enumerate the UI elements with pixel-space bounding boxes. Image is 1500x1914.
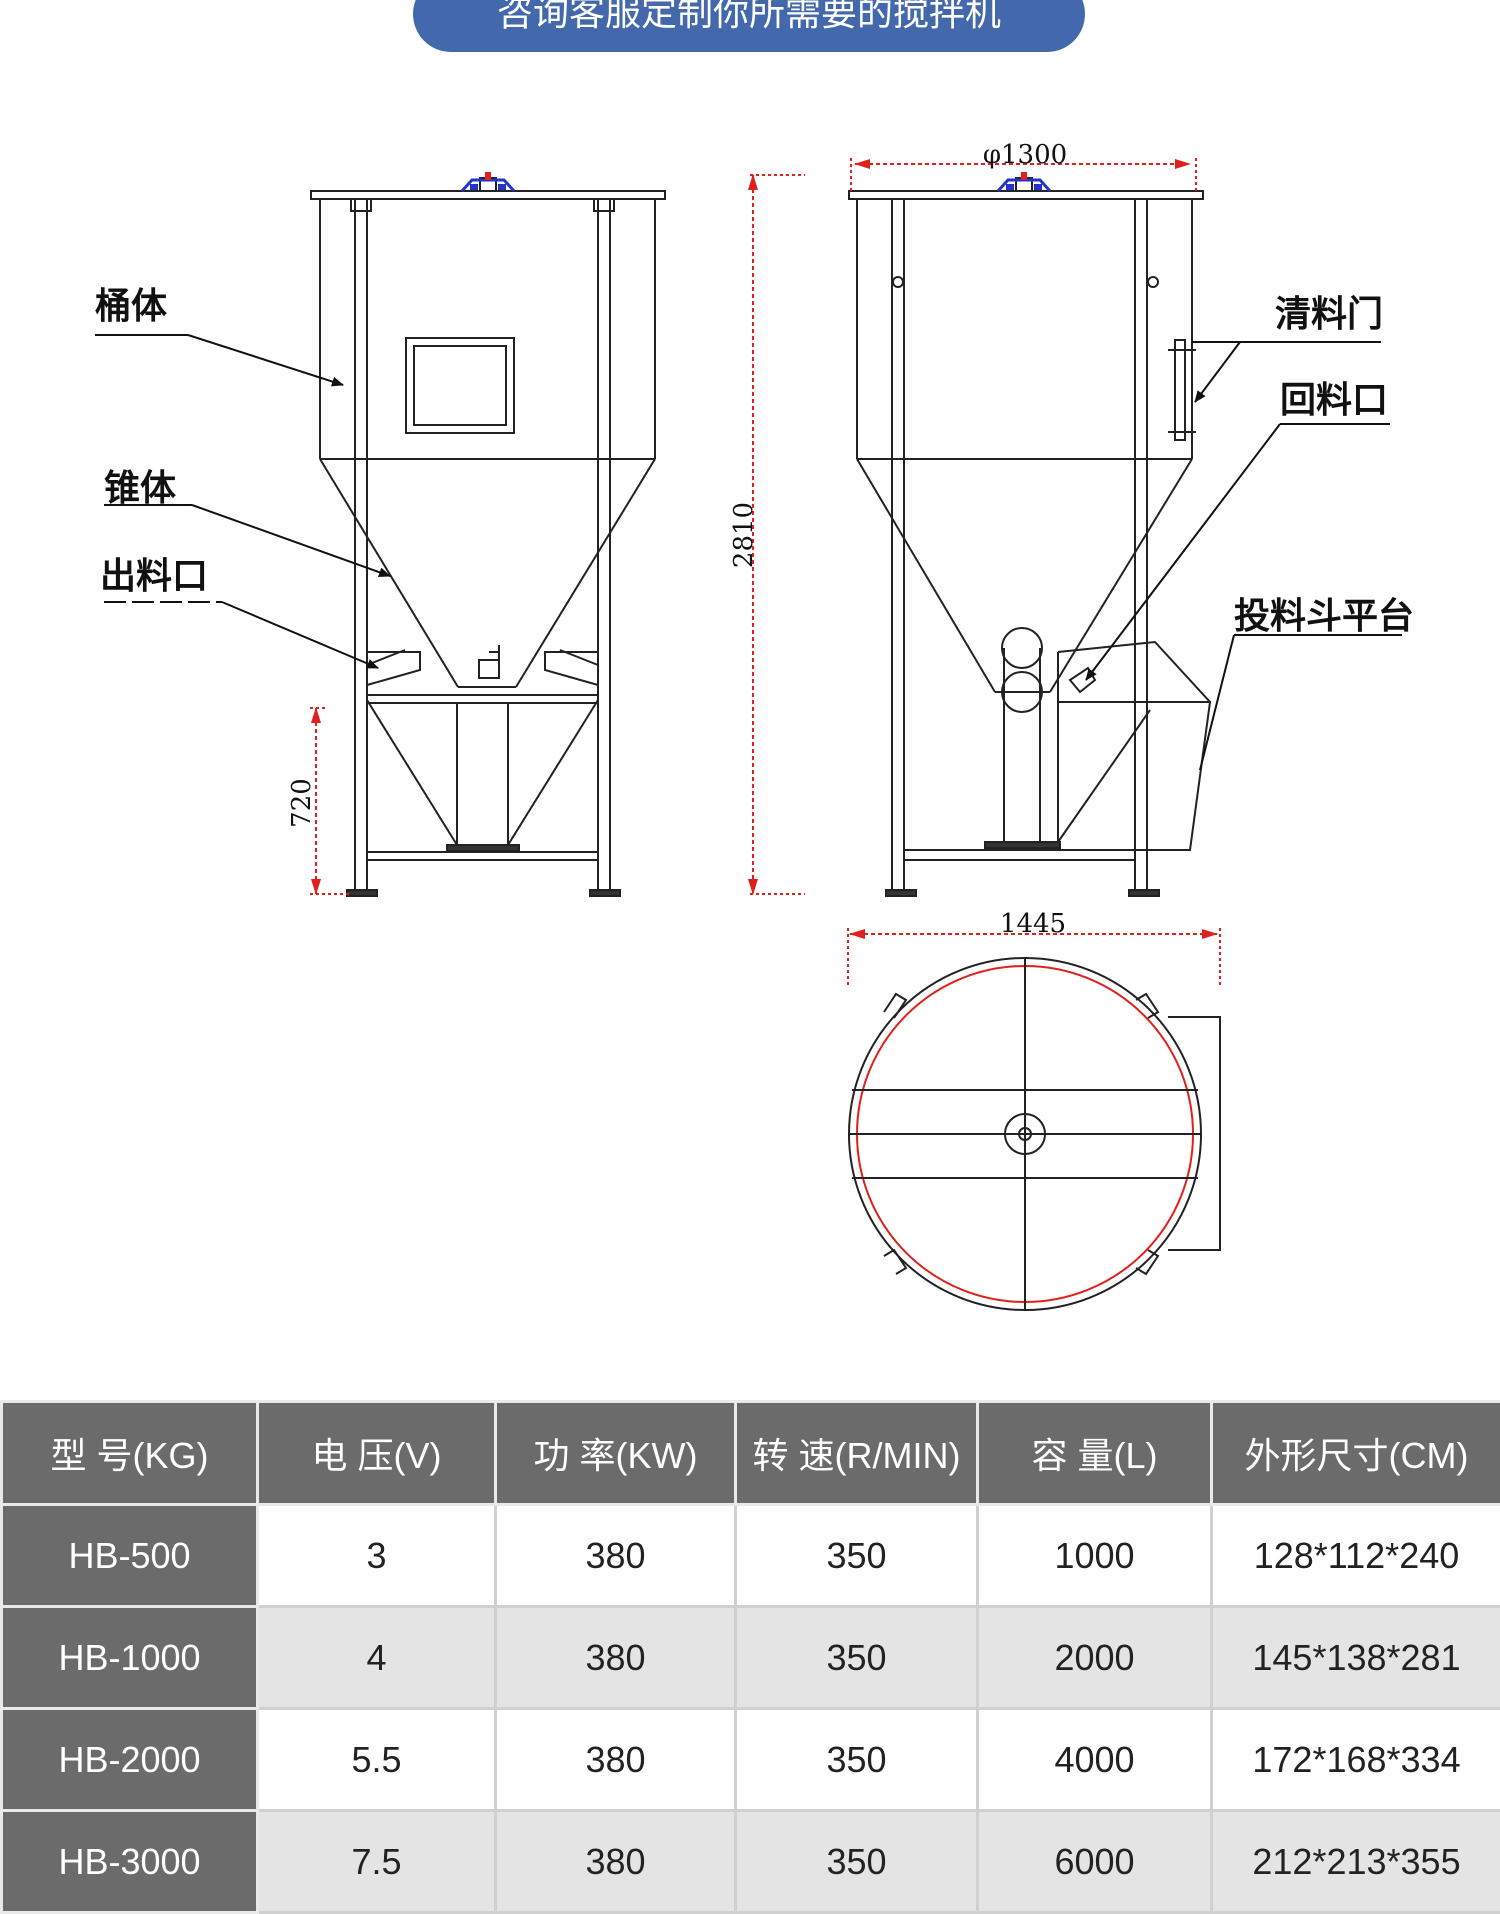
total-height-label: 2810 bbox=[729, 502, 759, 568]
table-row: HB-2000 5.5 380 350 4000 172*168*334 bbox=[2, 1709, 1500, 1811]
cell-power: 380 bbox=[496, 1607, 736, 1709]
mixer-technical-drawing: 720 2810 bbox=[0, 60, 1500, 1390]
header-power: 功 率(KW) bbox=[496, 1402, 736, 1505]
dimension-total-height: 2810 bbox=[729, 175, 805, 894]
cell-capacity: 4000 bbox=[978, 1709, 1212, 1811]
header-dimensions: 外形尺寸(CM) bbox=[1212, 1402, 1500, 1505]
table-header-row: 型 号(KG) 电 压(V) 功 率(KW) 转 速(R/MIN) 容 量(L)… bbox=[2, 1402, 1500, 1505]
cell-model: HB-1000 bbox=[2, 1607, 258, 1709]
callout-hopper-platform: 投料斗平台 bbox=[1234, 596, 1414, 637]
header-speed: 转 速(R/MIN) bbox=[736, 1402, 978, 1505]
top-view bbox=[849, 958, 1220, 1310]
dimension-total-width: 1445 bbox=[848, 909, 1220, 988]
header-capacity: 容 量(L) bbox=[978, 1402, 1212, 1505]
cell-capacity: 1000 bbox=[978, 1505, 1212, 1607]
table-row: HB-500 3 380 350 1000 128*112*240 bbox=[2, 1505, 1500, 1607]
leg-height-label: 720 bbox=[287, 778, 317, 828]
table-row: HB-1000 4 380 350 2000 145*138*281 bbox=[2, 1607, 1500, 1709]
callout-barrel: 桶体 bbox=[95, 286, 167, 327]
callout-cleaning-door: 清料门 bbox=[1275, 294, 1383, 335]
cell-capacity: 6000 bbox=[978, 1811, 1212, 1913]
cell-speed: 350 bbox=[736, 1505, 978, 1607]
cell-model: HB-2000 bbox=[2, 1709, 258, 1811]
callout-return-port: 回料口 bbox=[1280, 380, 1388, 421]
cell-model: HB-3000 bbox=[2, 1811, 258, 1913]
cell-voltage: 5.5 bbox=[258, 1709, 496, 1811]
cell-speed: 350 bbox=[736, 1709, 978, 1811]
cell-dimensions: 145*138*281 bbox=[1212, 1607, 1500, 1709]
cell-speed: 350 bbox=[736, 1811, 978, 1913]
table-row: HB-3000 7.5 380 350 6000 212*213*355 bbox=[2, 1811, 1500, 1913]
dimension-leg-height: 720 bbox=[287, 708, 350, 894]
total-width-label: 1445 bbox=[1000, 909, 1066, 939]
cell-dimensions: 172*168*334 bbox=[1212, 1709, 1500, 1811]
cell-voltage: 3 bbox=[258, 1505, 496, 1607]
front-view bbox=[95, 172, 665, 896]
cell-power: 380 bbox=[496, 1709, 736, 1811]
cell-power: 380 bbox=[496, 1505, 736, 1607]
cell-capacity: 2000 bbox=[978, 1607, 1212, 1709]
cell-voltage: 7.5 bbox=[258, 1811, 496, 1913]
cell-speed: 350 bbox=[736, 1607, 978, 1709]
callout-cone: 锥体 bbox=[104, 468, 176, 509]
cell-dimensions: 128*112*240 bbox=[1212, 1505, 1500, 1607]
header-model: 型 号(KG) bbox=[2, 1402, 258, 1505]
spec-table: 型 号(KG) 电 压(V) 功 率(KW) 转 速(R/MIN) 容 量(L)… bbox=[0, 1400, 1500, 1914]
cell-voltage: 4 bbox=[258, 1607, 496, 1709]
callout-outlet: 出料口 bbox=[100, 556, 208, 597]
cell-power: 380 bbox=[496, 1811, 736, 1913]
page-banner: 咨询客服定制你所需要的搅拌机 bbox=[413, 0, 1085, 52]
side-view bbox=[849, 172, 1402, 896]
cell-model: HB-500 bbox=[2, 1505, 258, 1607]
header-voltage: 电 压(V) bbox=[258, 1402, 496, 1505]
top-diameter-label: φ1300 bbox=[983, 140, 1067, 170]
cell-dimensions: 212*213*355 bbox=[1212, 1811, 1500, 1913]
